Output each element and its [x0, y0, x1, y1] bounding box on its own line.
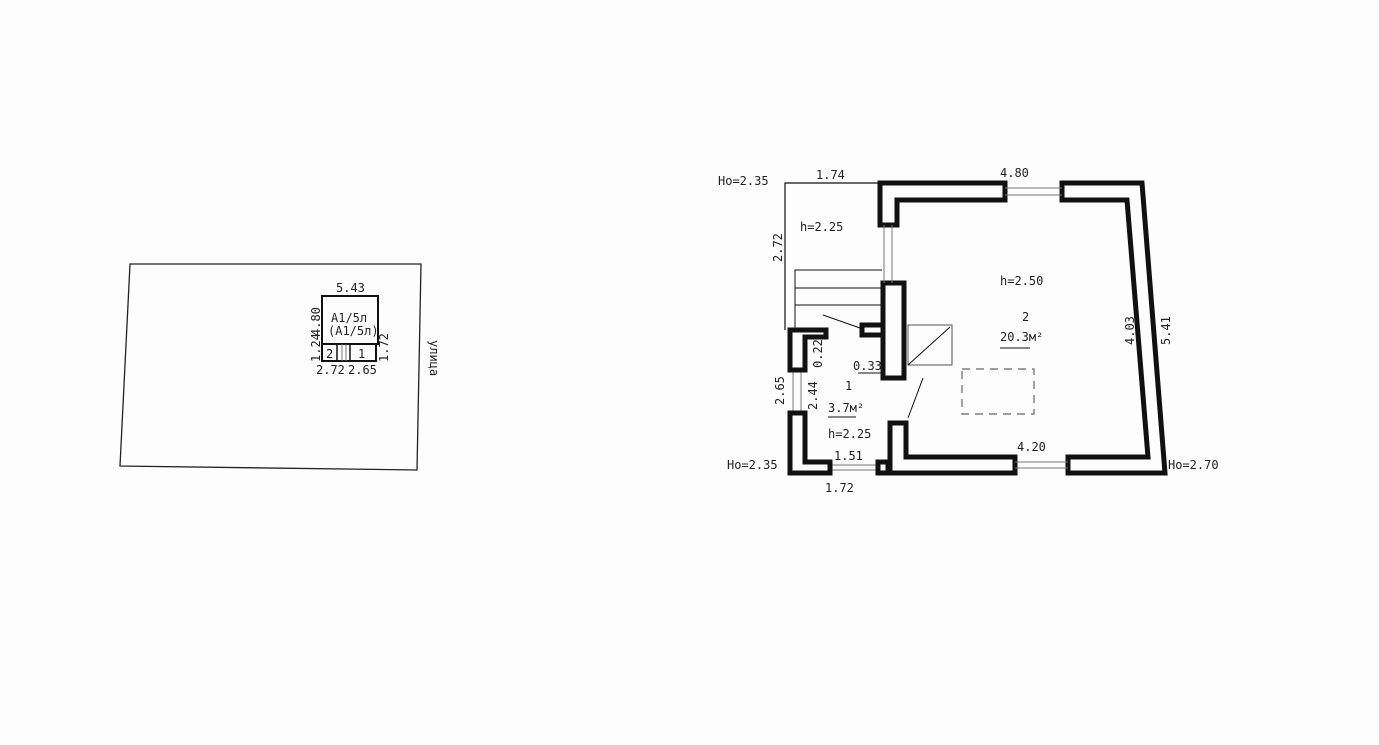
porch-height: h=2.25 — [800, 220, 843, 234]
dim-vest-left: 2.65 — [773, 376, 787, 405]
dashed-rect — [961, 368, 1035, 415]
dim-top-window: 4.80 — [1000, 166, 1029, 180]
room2-area: 20.3м² — [1000, 330, 1043, 344]
main-walls — [859, 180, 1168, 476]
site-dim-top: 5.43 — [336, 281, 365, 295]
floor-plan — [784, 180, 1168, 476]
site-building-label-alt: (А1/5л) — [328, 324, 379, 338]
level-bottom-right: Ho=2.70 — [1168, 458, 1219, 472]
dim-porch-top: 1.74 — [816, 168, 845, 182]
room1-area: 3.7м² — [828, 401, 864, 415]
vestibule-walls — [787, 327, 891, 476]
level-bottom-left: Ho=2.35 — [727, 458, 778, 472]
dim-vest-wall: 0.22 — [811, 339, 825, 368]
site-dim-bottom-right: 2.65 — [348, 363, 377, 377]
level-top-left: Ho=2.35 — [718, 174, 769, 188]
room1-number: 1 — [845, 379, 852, 393]
dim-porch-side: 2.72 — [771, 233, 785, 262]
dim-vest-bottom-inner: 1.51 — [834, 449, 863, 463]
site-dim-left-upper: 4.80 — [309, 307, 323, 336]
site-boundary — [119, 263, 422, 471]
room1-height: h=2.25 — [828, 427, 871, 441]
site-plan: 5.43 А1/5л (А1/5л) 2 1 4.80 1.24 1.72 2.… — [119, 263, 441, 471]
windows — [792, 187, 1068, 471]
site-building-label: А1/5л — [331, 311, 367, 325]
dim-vest-bottom-outer: 1.72 — [825, 481, 854, 495]
site-annex — [321, 343, 377, 362]
site-dim-left-lower: 1.24 — [309, 333, 323, 362]
room2-number: 2 — [1022, 310, 1029, 324]
dim-right-outer: 5.41 — [1159, 316, 1173, 345]
room2-height: h=2.50 — [1000, 274, 1043, 288]
floor-plan-labels: Ho=2.35 Ho=2.35 Ho=2.70 1.74 4.80 2.72 h… — [718, 166, 1219, 495]
dim-vest-inner: 2.44 — [806, 381, 820, 410]
site-dim-bottom-left: 2.72 — [316, 363, 345, 377]
site-dim-right: 1.72 — [377, 333, 391, 362]
dim-right-inner: 4.03 — [1123, 316, 1137, 345]
site-room-2: 2 — [326, 347, 333, 361]
street-label: улица — [427, 340, 441, 376]
site-room-1: 1 — [358, 347, 365, 361]
dim-partition: 0.33 — [853, 359, 882, 373]
dim-bottom-inner: 4.20 — [1017, 440, 1046, 454]
